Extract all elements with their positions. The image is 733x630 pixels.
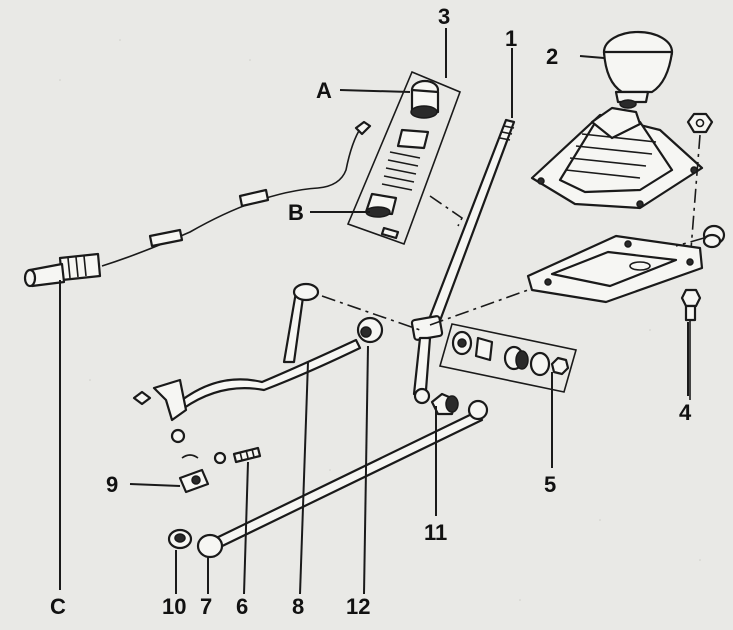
- release-cable: [23, 120, 372, 288]
- base-plate: [526, 234, 704, 304]
- selector-rod: [132, 282, 421, 444]
- label-b: B: [288, 200, 304, 225]
- nut-top: [686, 112, 714, 134]
- bush-set-box: [438, 323, 578, 393]
- callout-labels: 1 2 3 4 5 6 7 8 9 10 11 12 A B C: [50, 4, 692, 619]
- bush-10: [167, 528, 193, 550]
- shift-lever: [410, 118, 516, 405]
- label-10: 10: [162, 594, 186, 619]
- label-c: C: [50, 594, 66, 619]
- label-2: 2: [546, 44, 558, 69]
- label-11: 11: [424, 520, 447, 545]
- plunger-assembly-box: [346, 70, 462, 246]
- bolt-6: [232, 446, 262, 464]
- plate-grommet: [702, 224, 726, 249]
- assembly-line-nut: [689, 134, 701, 263]
- label-3: 3: [438, 4, 450, 29]
- bolt-lower: [680, 288, 702, 400]
- label-1: 1: [505, 26, 517, 51]
- assembly-line-grommet: [675, 237, 705, 247]
- shift-boot: [530, 106, 704, 210]
- swivel-joint: [178, 451, 227, 494]
- leader-lines: [59, 28, 689, 595]
- assembly-line-lever-plate: [429, 289, 529, 326]
- gear-knob: [602, 30, 674, 109]
- label-6: 6: [236, 594, 248, 619]
- label-12: 12: [346, 594, 370, 619]
- label-a: A: [316, 78, 332, 103]
- lower-rod: [196, 392, 489, 559]
- assembly-line-plunger: [429, 195, 464, 227]
- label-7: 7: [200, 594, 212, 619]
- bush-12: [356, 316, 384, 344]
- label-8: 8: [292, 594, 304, 619]
- label-4: 4: [679, 400, 692, 425]
- label-9: 9: [106, 472, 118, 497]
- label-5: 5: [544, 472, 556, 497]
- paper-texture: [59, 39, 701, 601]
